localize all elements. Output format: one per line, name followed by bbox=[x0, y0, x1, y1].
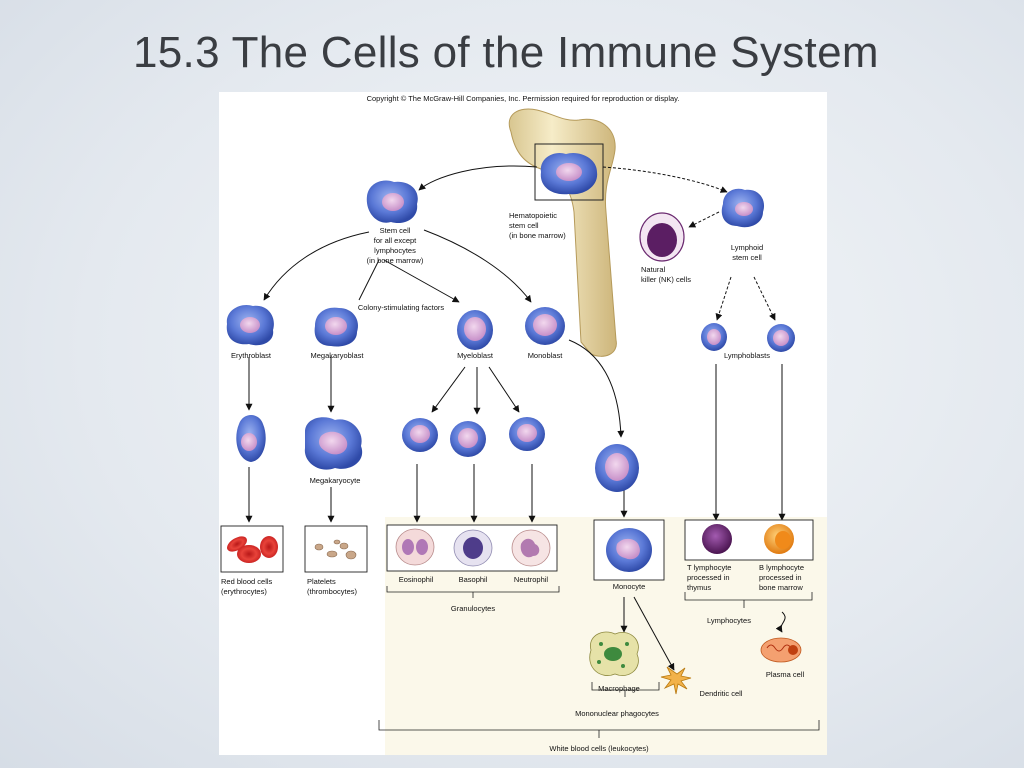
hematopoietic-label-2: stem cell bbox=[509, 221, 539, 230]
b-lymph-label-3: bone marrow bbox=[759, 583, 803, 592]
dendritic-label: Dendritic cell bbox=[700, 689, 743, 698]
lymphoid-label-1: Lymphoid bbox=[731, 243, 763, 252]
nk-label-1: Natural bbox=[641, 265, 666, 274]
erythroblast-cell bbox=[226, 304, 274, 346]
cell-lineage-figure: Copyright © The McGraw-Hill Companies, I… bbox=[219, 92, 827, 755]
megakaryocyte-label: Megakaryocyte bbox=[310, 476, 361, 485]
nk-label-2: killer (NK) cells bbox=[641, 275, 691, 284]
promonocyte-cell bbox=[595, 444, 639, 492]
mononuclear-label: Mononuclear phagocytes bbox=[575, 709, 659, 718]
group-brackets bbox=[378, 586, 820, 738]
erythroblast-stage2-cell bbox=[236, 415, 266, 462]
erythroblast-label: Erythroblast bbox=[231, 351, 272, 360]
granulocytes-label: Granulocytes bbox=[451, 604, 495, 613]
b-lymphocyte-cell bbox=[764, 524, 794, 554]
dendritic-cell bbox=[660, 666, 692, 695]
eosinophil-label: Eosinophil bbox=[399, 575, 434, 584]
plasma-cell bbox=[760, 637, 802, 663]
megakaryoblast-cell bbox=[314, 307, 359, 347]
nk-cell bbox=[639, 212, 685, 262]
lymphoid-label-2: stem cell bbox=[732, 253, 762, 262]
monocyte-cell bbox=[606, 528, 652, 572]
hematopoietic-stem-cell bbox=[540, 152, 598, 195]
t-lymph-label-1: T lymphocyte bbox=[687, 563, 731, 572]
b-lymph-label-1: B lymphocyte bbox=[759, 563, 804, 572]
stem-cell-label-2: for all except bbox=[374, 236, 417, 245]
macrophage-label: Macrophage bbox=[598, 684, 640, 693]
figure-diagram: Copyright © The McGraw-Hill Companies, I… bbox=[220, 94, 827, 755]
basophil-label: Basophil bbox=[459, 575, 488, 584]
basophil-cell bbox=[453, 529, 493, 567]
lymphocytes-label: Lymphocytes bbox=[707, 616, 751, 625]
copyright-text: Copyright © The McGraw-Hill Companies, I… bbox=[367, 94, 680, 103]
stem-cell-label-4: (in bone marrow) bbox=[367, 256, 424, 265]
t-lymphocyte-cell bbox=[702, 524, 732, 554]
rbc-cells bbox=[227, 536, 278, 563]
neutrophil-precursor bbox=[509, 417, 545, 451]
eosinophil-precursor bbox=[402, 418, 438, 452]
macrophage-cell bbox=[589, 631, 639, 676]
bone-marrow-inset-box bbox=[534, 143, 604, 201]
wbc-label: White blood cells (leukocytes) bbox=[549, 744, 649, 753]
lymphoid-stem-cell bbox=[721, 188, 765, 228]
rbc-label-2: (erythrocytes) bbox=[221, 587, 267, 596]
platelets-label-2: (thrombocytes) bbox=[307, 587, 358, 596]
stem-cell-label-1: Stem cell bbox=[380, 226, 411, 235]
neutrophil-label: Neutrophil bbox=[514, 575, 549, 584]
monoblast-label: Monoblast bbox=[528, 351, 564, 360]
myeloblast-label: Myeloblast bbox=[457, 351, 494, 360]
csf-label: Colony-stimulating factors bbox=[358, 303, 445, 312]
stem-cell-label-3: lymphocytes bbox=[374, 246, 416, 255]
lymphoblasts-label: Lymphoblasts bbox=[724, 351, 770, 360]
myeloblast-cell bbox=[457, 310, 493, 350]
platelet-box bbox=[304, 525, 368, 573]
megakaryoblast-label: Megakaryoblast bbox=[311, 351, 365, 360]
megakaryocyte-cell bbox=[304, 417, 363, 470]
platelets-label-1: Platelets bbox=[307, 577, 336, 586]
stem-cell bbox=[366, 180, 418, 224]
b-lymph-label-2: processed in bbox=[759, 573, 802, 582]
lymphoblast-cell-2 bbox=[767, 324, 795, 352]
platelet-cells bbox=[314, 539, 357, 560]
cell-illustrations bbox=[226, 152, 802, 695]
monoblast-cell bbox=[525, 307, 565, 345]
slide-title: 15.3 The Cells of the Immune System bbox=[133, 28, 879, 77]
lymphoblast-cell-1 bbox=[701, 323, 727, 351]
t-lymph-label-2: processed in bbox=[687, 573, 730, 582]
monocyte-label: Monocyte bbox=[613, 582, 646, 591]
figure-labels: Hematopoietic stem cell (in bone marrow)… bbox=[221, 211, 805, 753]
lineage-arrows bbox=[245, 165, 786, 671]
hematopoietic-label-3: (in bone marrow) bbox=[509, 231, 566, 240]
neutrophil-cell bbox=[511, 529, 551, 567]
basophil-precursor bbox=[450, 421, 486, 457]
rbc-label-1: Red blood cells bbox=[221, 577, 273, 586]
t-lymph-label-3: thymus bbox=[687, 583, 711, 592]
plasma-label: Plasma cell bbox=[766, 670, 805, 679]
eosinophil-cell bbox=[395, 528, 435, 566]
hematopoietic-label-1: Hematopoietic bbox=[509, 211, 557, 220]
